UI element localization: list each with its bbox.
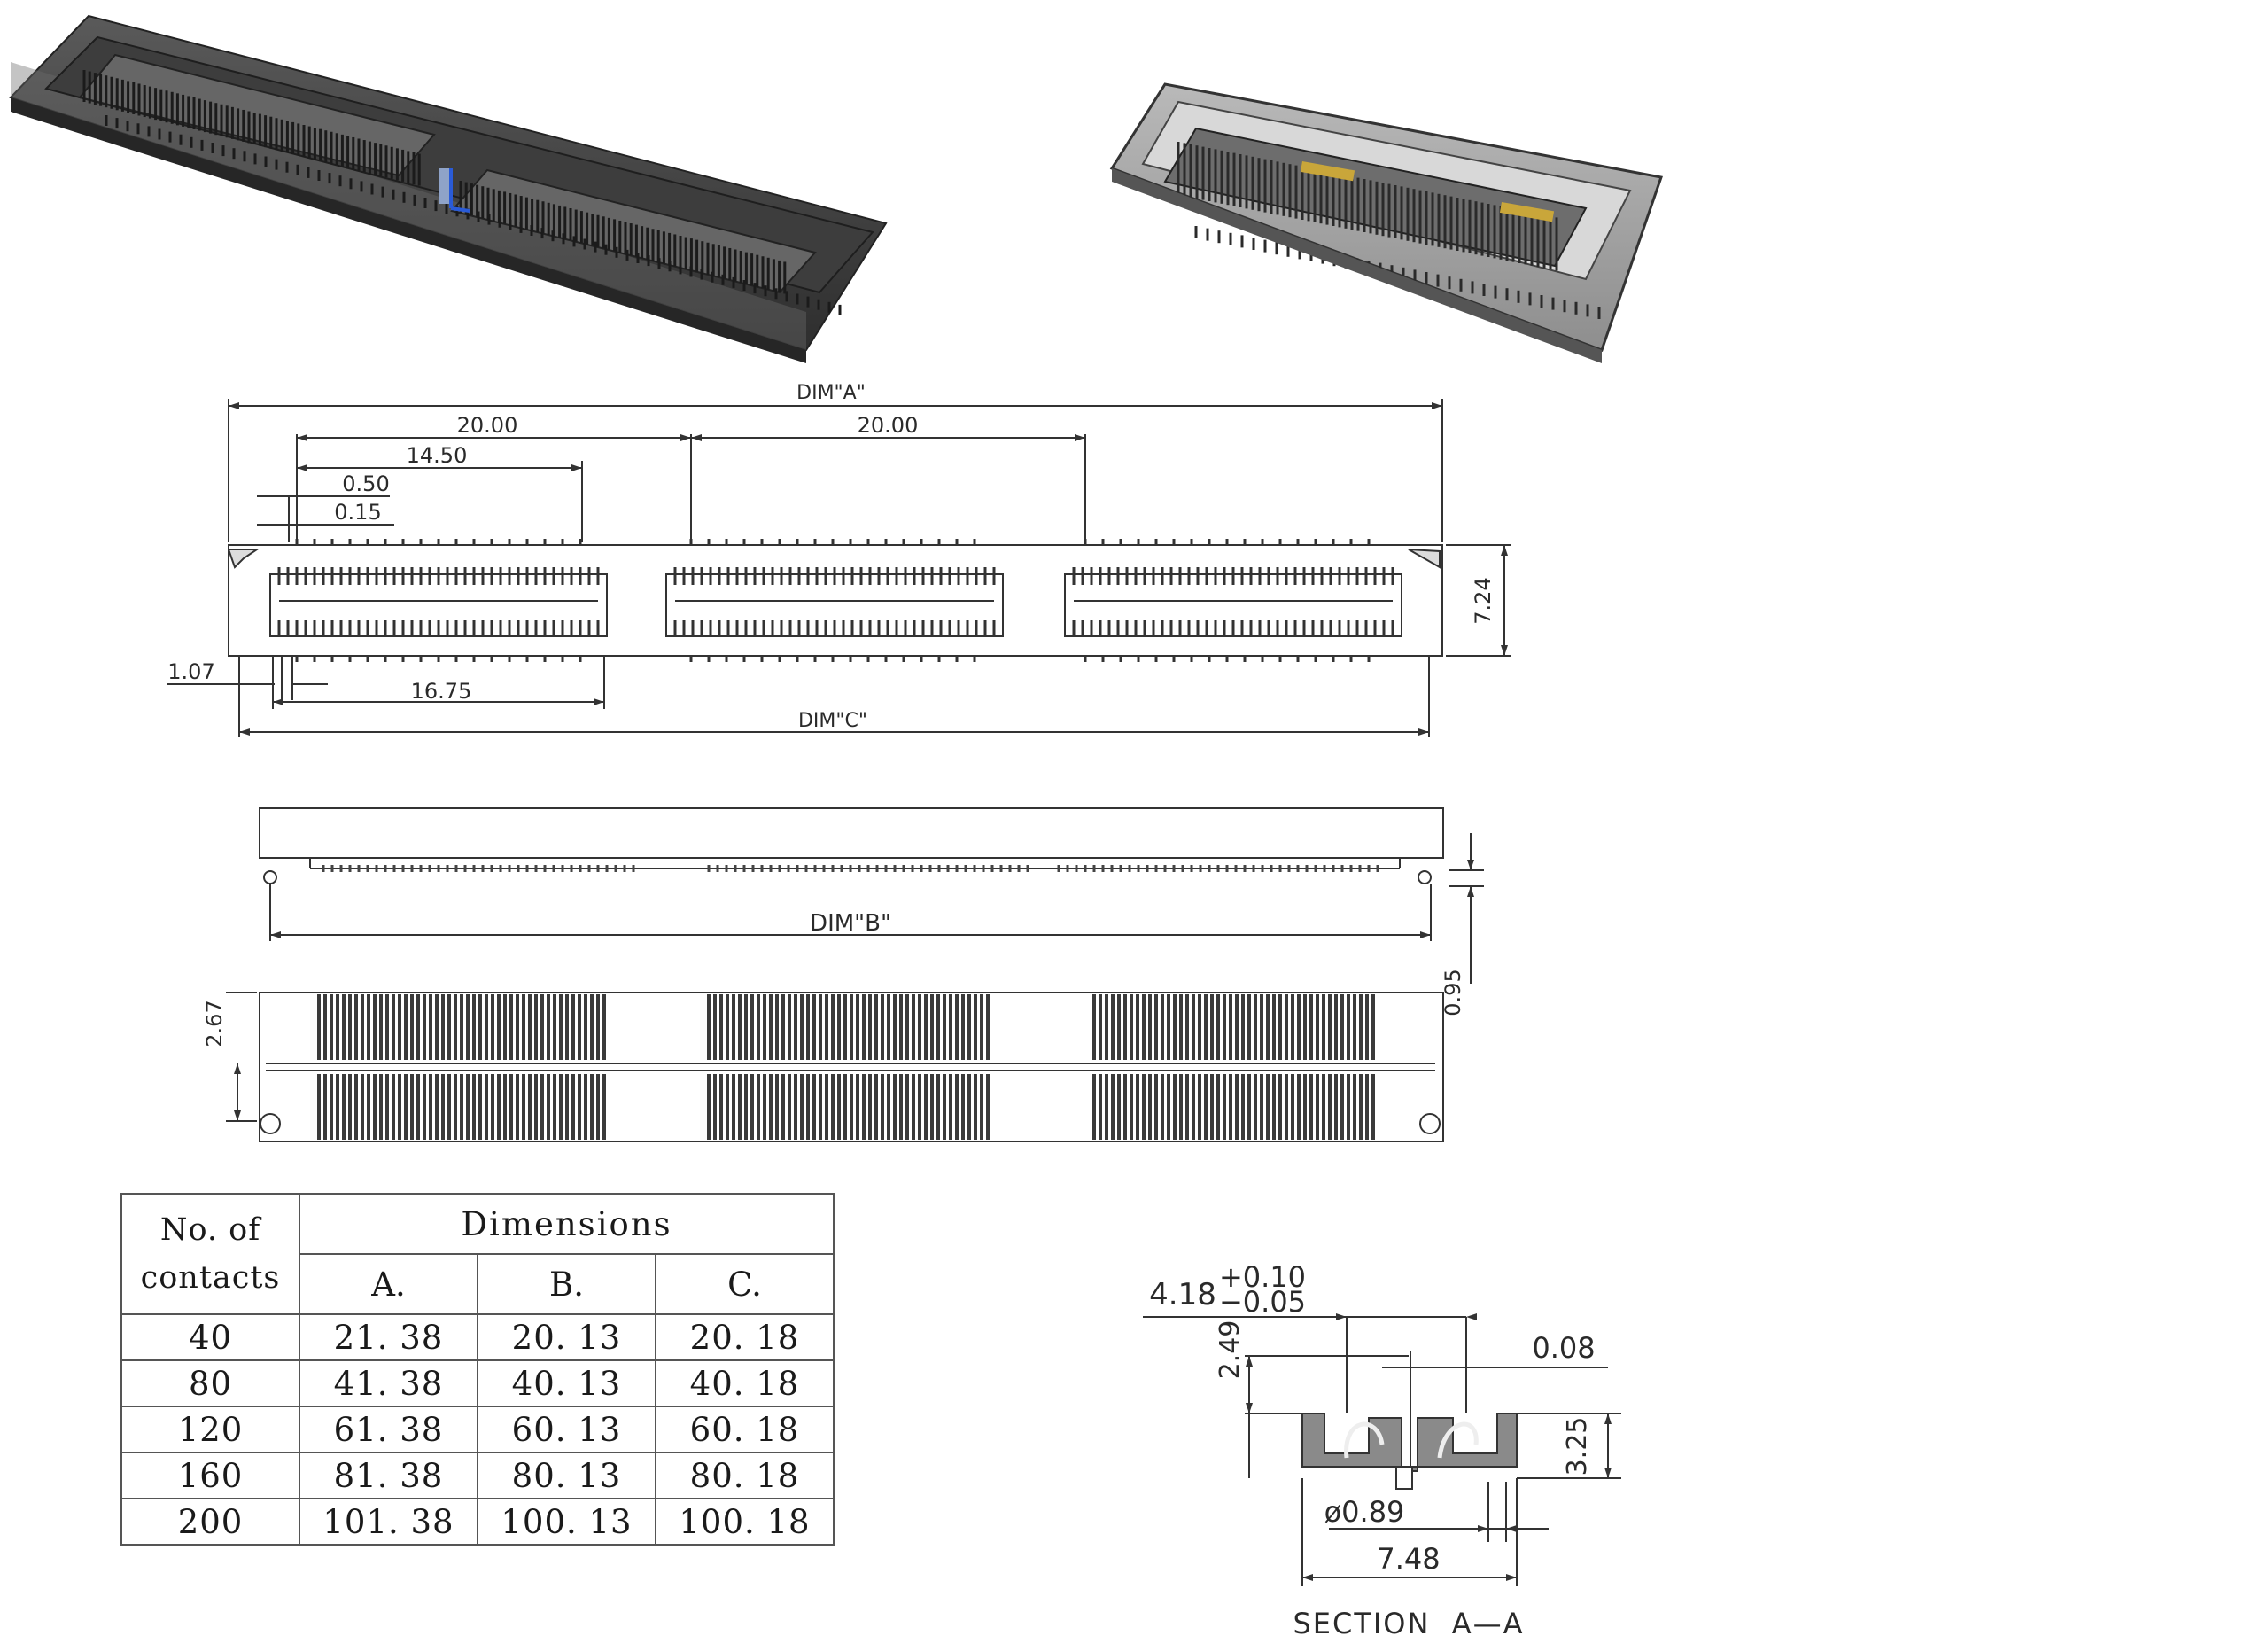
col-a-header: A. [299,1253,478,1315]
dim-b-cell: 40. 13 [477,1359,656,1407]
section-dim-0-08: 0.08 [1532,1331,1595,1365]
dim-16-75-label: 16.75 [411,679,472,704]
dim-c-label: DIM"C" [798,710,867,732]
dim-7-24-label: 7.24 [1471,577,1495,624]
col-contacts-line1: No. of [159,1212,261,1248]
dim-b-label: DIM"B" [810,910,891,937]
dim-c-cell: 100. 18 [655,1498,835,1546]
section-dim-0-89: ø0.89 [1324,1495,1405,1529]
dim-a-cell: 101. 38 [299,1498,478,1546]
pitch-right-label: 20.00 [858,413,919,438]
dim-b-cell: 80. 13 [477,1452,656,1499]
section-dim-7-48: 7.48 [1377,1542,1440,1576]
contacts-cell: 160 [120,1452,300,1499]
contacts-cell: 120 [120,1406,300,1453]
contacts-cell: 200 [120,1498,300,1546]
dim-a-cell: 21. 38 [299,1313,478,1361]
col-contacts-line2: contacts [140,1260,281,1296]
section-title: SECTION A—A [1293,1607,1524,1640]
dim-a-cell: 81. 38 [299,1452,478,1499]
section-a-a-drawing [1143,1316,1621,1586]
section-a-a-arrows [1246,1313,1612,1581]
dim-c-cell: 40. 18 [655,1359,835,1407]
dim-c-cell: 60. 18 [655,1406,835,1453]
dim-2-67-label: 2.67 [202,1000,227,1047]
dim-0-15-label: 0.15 [334,500,381,525]
dim-b-cell: 100. 13 [477,1498,656,1546]
col-dimensions-header: Dimensions [299,1193,835,1255]
dim-0-50-label: 0.50 [342,471,389,496]
dim-b-cell: 60. 13 [477,1406,656,1453]
contacts-cell: 40 [120,1313,300,1361]
bottom-view-drawing [226,992,1444,1142]
dim-a-cell: 61. 38 [299,1406,478,1453]
dim-1-07-label: 1.07 [167,659,214,684]
section-width-label: 4.18 [1149,1277,1216,1312]
top-view-arrows [229,402,1508,736]
dim-0-95-label: 0.95 [1441,969,1465,1016]
col-c-header: C. [655,1253,835,1315]
dim-14-50-label: 14.50 [407,443,468,468]
dim-c-cell: 20. 18 [655,1313,835,1361]
section-tolerance-plus: +0.10 [1219,1260,1306,1294]
pitch-left-label: 20.00 [457,413,518,438]
section-tolerance-minus: −0.05 [1219,1285,1306,1319]
dim-a-cell: 41. 38 [299,1359,478,1407]
top-view-drawing [167,399,1511,737]
side-view-arrows [270,860,1474,938]
contacts-cell: 80 [120,1359,300,1407]
col-b-header: B. [477,1253,656,1315]
bottom-view-arrows [234,1063,241,1121]
side-view-drawing [259,807,1484,984]
section-dim-2-49: 2.49 [1215,1320,1246,1380]
dim-c-cell: 80. 18 [655,1452,835,1499]
dim-b-cell: 20. 13 [477,1313,656,1361]
connector-3d-render-dark [9,14,888,363]
connector-3d-render-gray [1109,82,1663,363]
dim-a-label: DIM"A" [796,382,866,404]
section-dim-3-25: 3.25 [1562,1417,1593,1476]
col-contacts-header: No. of contacts [120,1193,300,1315]
